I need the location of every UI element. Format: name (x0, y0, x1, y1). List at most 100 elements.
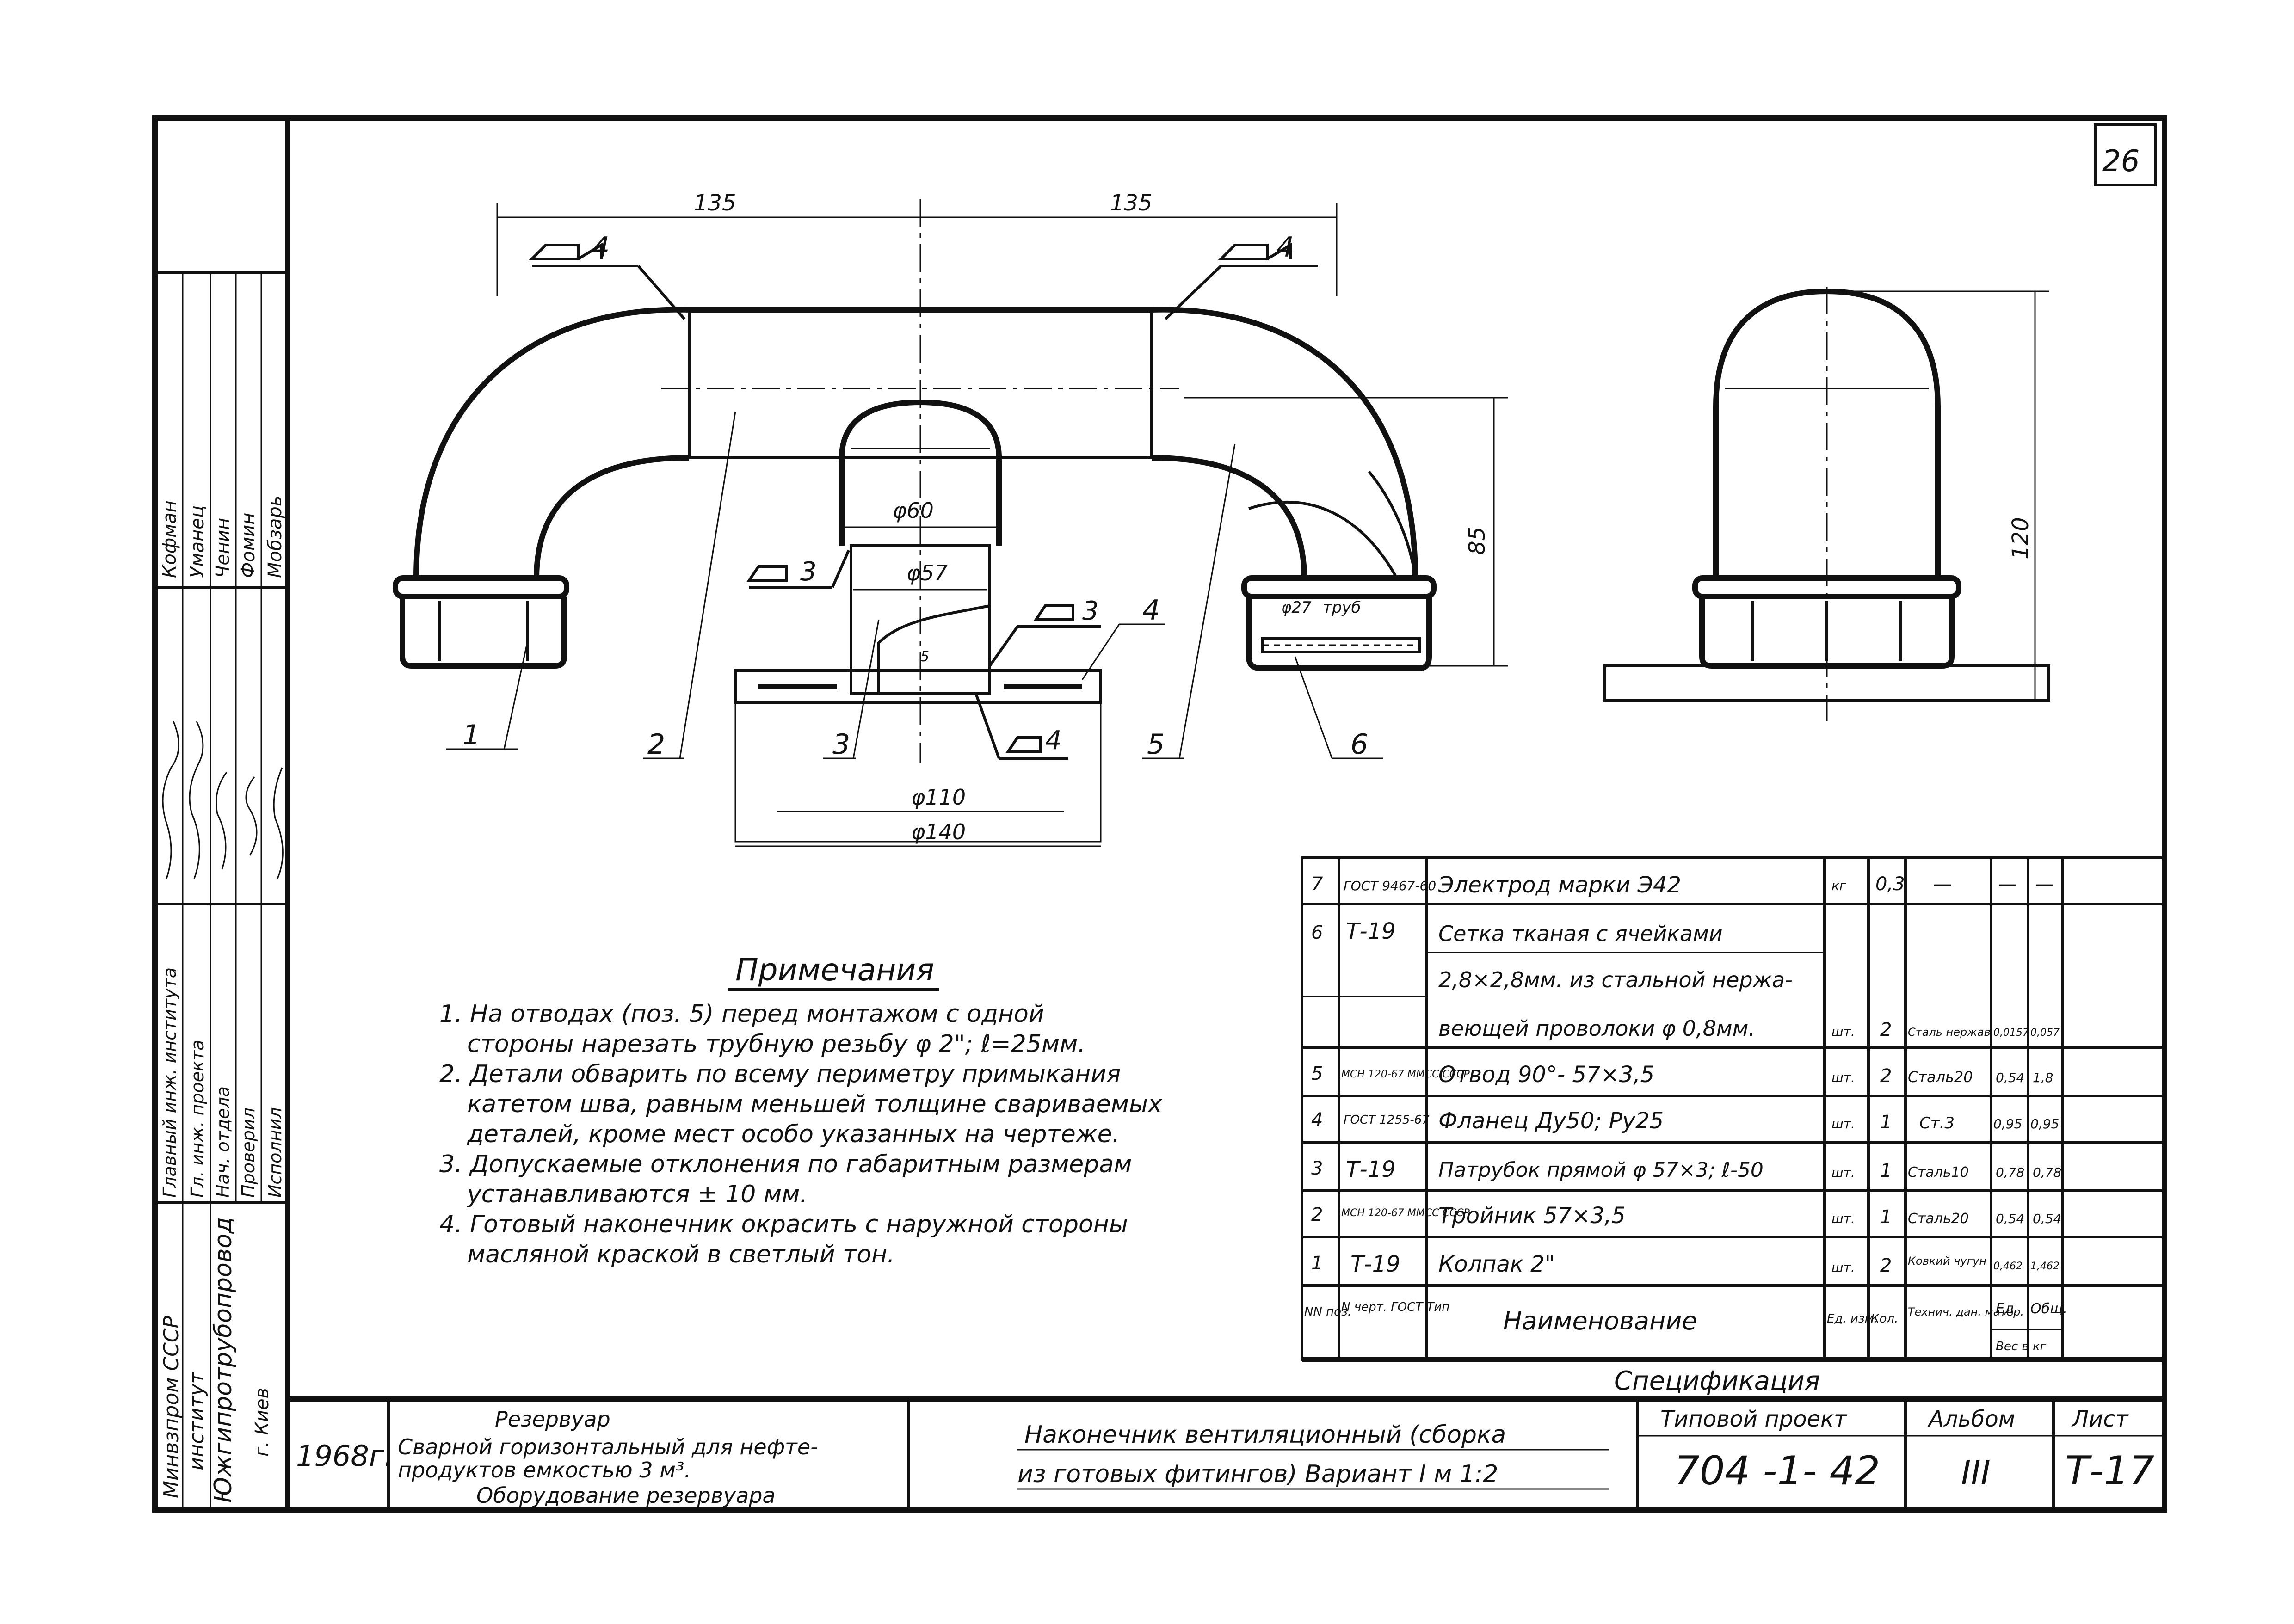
stamp-name: Фомин (238, 513, 259, 578)
spec-mat: — (1933, 874, 1952, 895)
weld-symbol (988, 604, 1101, 667)
notes: Примечания 1. На отводах (поз. 5) перед … (439, 952, 1163, 1268)
spec-name: Тройник 57×3,5 (1438, 1203, 1626, 1229)
dim-d110: φ110 (911, 785, 966, 810)
stamp-organization: Минвзпром СССР институт Южгипротрубопров… (160, 1217, 273, 1503)
album-number: III (1961, 1453, 1991, 1492)
spec-w2: 0,54 (2033, 1211, 2061, 1226)
spec-doc: Т-19 (1346, 918, 1396, 944)
dim-d27: φ27 (1281, 598, 1312, 617)
callout-4: 4 (1142, 594, 1160, 627)
spec-header-unit: Ед. изм. (1827, 1312, 1878, 1326)
object-desc-3: Оборудование резервуара (476, 1483, 776, 1508)
note-line: деталей, кроме мест особо указанных на ч… (467, 1120, 1120, 1148)
weld-symbol (974, 693, 1068, 760)
spec-qty: 2 (1880, 1065, 1892, 1087)
note-line: масляной краской в светлый тон. (467, 1241, 895, 1268)
spec-w1: 0,54 (1996, 1070, 2024, 1085)
sheet-label: Лист (2071, 1406, 2129, 1432)
stamp-org: Южгипротрубопровод (210, 1217, 237, 1503)
spec-unit: шт. (1832, 1116, 1855, 1132)
dim-d60: φ60 (893, 498, 934, 523)
stamp-city: г. Киев (252, 1388, 273, 1457)
object-desc-2: продуктов емкостью 3 м³. (398, 1458, 691, 1483)
callout-6: 6 (1350, 728, 1368, 761)
dim-5: 5 (920, 649, 929, 665)
spec-w1: 0,78 (1996, 1165, 2024, 1180)
spec-name: Патрубок прямой φ 57×3; ℓ-50 (1438, 1158, 1764, 1182)
spec-w2: 1,8 (2033, 1070, 2054, 1085)
drawing-title-2: из готовых фитингов) Вариант I м 1:2 (1018, 1460, 1498, 1488)
notes-title: Примечания (735, 952, 934, 988)
stamp-role: Нач. отдела (213, 1086, 233, 1198)
spec-w1: 0,95 (1993, 1116, 2022, 1132)
stamp-roles: Главный инж. института Гл. инж. проекта … (160, 967, 285, 1198)
spec-header-doc: N черт. ГОСТ Тип (1341, 1300, 1449, 1314)
dim-135-left: 135 (694, 190, 736, 216)
spec-w1: 0,0157 (1993, 1027, 2029, 1039)
stamp-names: Кофман Уманец Ченин Фомин Мобзарь (159, 496, 286, 578)
spec-pos: 5 (1311, 1063, 1323, 1084)
specification-table: 7 ГОСТ 9467-60 Электрод марки Э42 кг 0,3… (1301, 856, 2166, 1396)
project-number: 704 -1- 42 (1674, 1448, 1880, 1494)
spec-qty: 1 (1880, 1112, 1892, 1133)
spec-name: Фланец Ду50; Ру25 (1438, 1108, 1664, 1134)
spec-name: 2,8×2,8мм. из стальной нержа- (1438, 967, 1793, 992)
stamp-name: Кофман (159, 500, 180, 578)
spec-qty: 1 (1880, 1206, 1892, 1228)
spec-doc: МСН 120-67 ММСС СССР (1341, 1069, 1470, 1080)
spec-w2: — (2035, 874, 2054, 895)
spec-qty: 2 (1880, 1255, 1892, 1276)
spec-w1: 0,54 (1996, 1211, 2024, 1226)
stamp-org: Минвзпром СССР (160, 1316, 183, 1498)
spec-unit: шт. (1832, 1024, 1855, 1039)
weld-symbol (1164, 242, 1318, 320)
note-line: устанавливаются ± 10 мм. (466, 1181, 808, 1208)
stamp-name: Уманец (187, 505, 208, 578)
spec-header-weight: Вес в кг (1996, 1340, 2047, 1353)
callout-3: 3 (832, 728, 850, 761)
spec-name: Колпак 2" (1438, 1251, 1555, 1277)
spec-mat: Сталь20 (1908, 1211, 1969, 1227)
spec-doc: ГОСТ 9467-60 (1344, 878, 1436, 893)
spec-name: веющей проволоки φ 0,8мм. (1438, 1016, 1755, 1041)
spec-w2: 0,78 (2033, 1165, 2061, 1180)
weld-label: 3 (800, 557, 817, 587)
spec-unit: шт. (1832, 1070, 1855, 1085)
year: 1968г. (296, 1439, 393, 1473)
stamp-role: Главный инж. института (160, 967, 180, 1198)
dim-d57: φ57 (906, 560, 948, 585)
spec-w2: 0,95 (2030, 1116, 2059, 1132)
weld-symbol (528, 242, 686, 320)
spec-mat: Ст.3 (1919, 1114, 1955, 1132)
callout-2: 2 (648, 728, 665, 761)
stamp-org: институт (185, 1372, 209, 1470)
spec-doc: МСН 120-67 ММСС СССР (1341, 1207, 1470, 1219)
album-label: Альбом (1927, 1406, 2015, 1432)
spec-w2: 1,462 (2030, 1261, 2060, 1272)
spec-name: Отвод 90°- 57×3,5 (1438, 1062, 1654, 1088)
object-desc-1: Сварной горизонтальный для нефте- (398, 1434, 818, 1459)
spec-unit: шт. (1832, 1260, 1855, 1275)
callout-1: 1 (462, 719, 480, 751)
spec-name: Электрод марки Э42 (1438, 872, 1681, 898)
spec-pos: 6 (1311, 922, 1323, 943)
note-line: 4. Готовый наконечник окрасить с наружно… (439, 1211, 1128, 1238)
signatures (162, 721, 284, 879)
weld-label: 3 (1082, 596, 1099, 626)
spec-pos: 3 (1311, 1158, 1323, 1179)
spec-caption: Спецификация (1614, 1366, 1820, 1396)
stamp-role: Проверил (238, 1107, 259, 1198)
dim-85: 85 (1464, 527, 1490, 555)
corner-sheet-number: 26 (2102, 144, 2140, 178)
spec-w2: 0,057 (2030, 1027, 2060, 1039)
stamp-role: Гл. инж. проекта (187, 1040, 208, 1198)
note-line: катетом шва, равным меньшей толщине свар… (467, 1090, 1163, 1118)
weld-label: 4 (592, 231, 610, 264)
note-line: стороны нарезать трубную резьбу φ 2"; ℓ=… (467, 1030, 1085, 1058)
weld-symbol (746, 549, 850, 589)
weld-label: 4 (1045, 726, 1062, 756)
callout-leaders (446, 411, 1383, 759)
